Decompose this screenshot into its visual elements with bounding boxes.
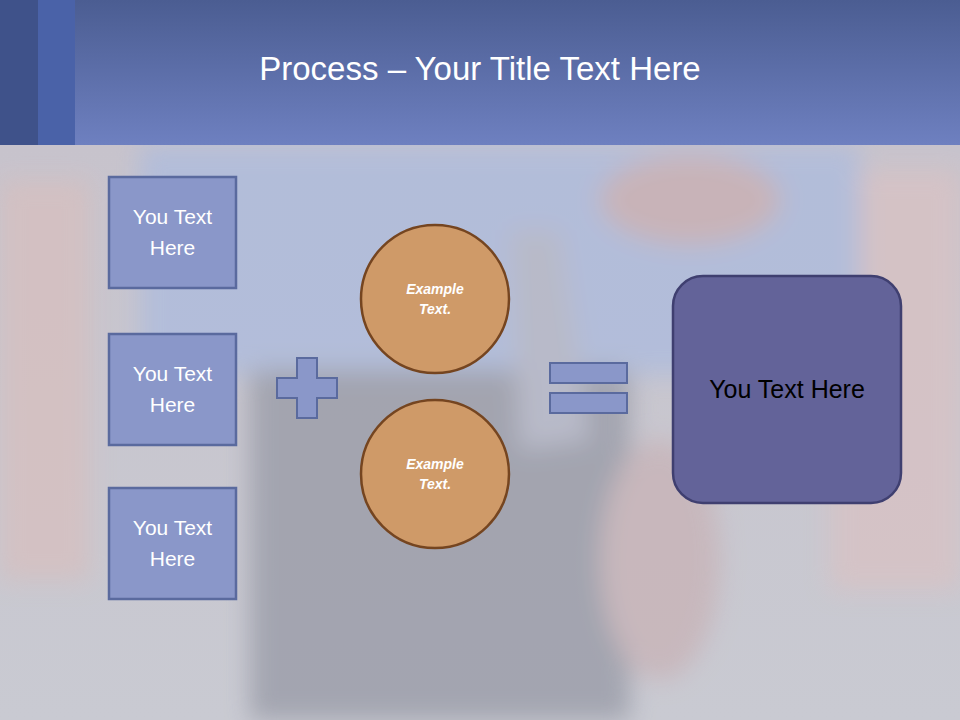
example-circle-outline [360,224,510,374]
example-circle: Example Text. [360,224,510,374]
example-circle: Example Text. [360,399,510,549]
box-label: You Text Here [116,513,229,574]
header-accent [0,0,38,145]
header-accent [38,0,75,145]
circle-label: Example Text. [390,454,480,495]
input-box-outline [108,487,237,600]
result-box: You Text Here [672,275,902,504]
equals-symbol [550,363,627,413]
input-box: You Text Here [108,333,237,446]
header-band [0,0,960,145]
photo-backdrop [0,145,960,720]
circle-label: Example Text. [390,279,480,320]
input-box-outline [108,176,237,289]
input-box: You Text Here [108,176,237,289]
plus-symbol [277,358,337,418]
input-box: You Text Here [108,487,237,600]
box-label: You Text Here [116,202,229,263]
photo-figure [0,145,960,720]
input-box-outline [108,333,237,446]
box-label: You Text Here [116,359,229,420]
slide-title: Process – Your Title Text Here [0,50,960,88]
box-label: You Text Here [680,371,894,407]
example-circle-outline [360,399,510,549]
